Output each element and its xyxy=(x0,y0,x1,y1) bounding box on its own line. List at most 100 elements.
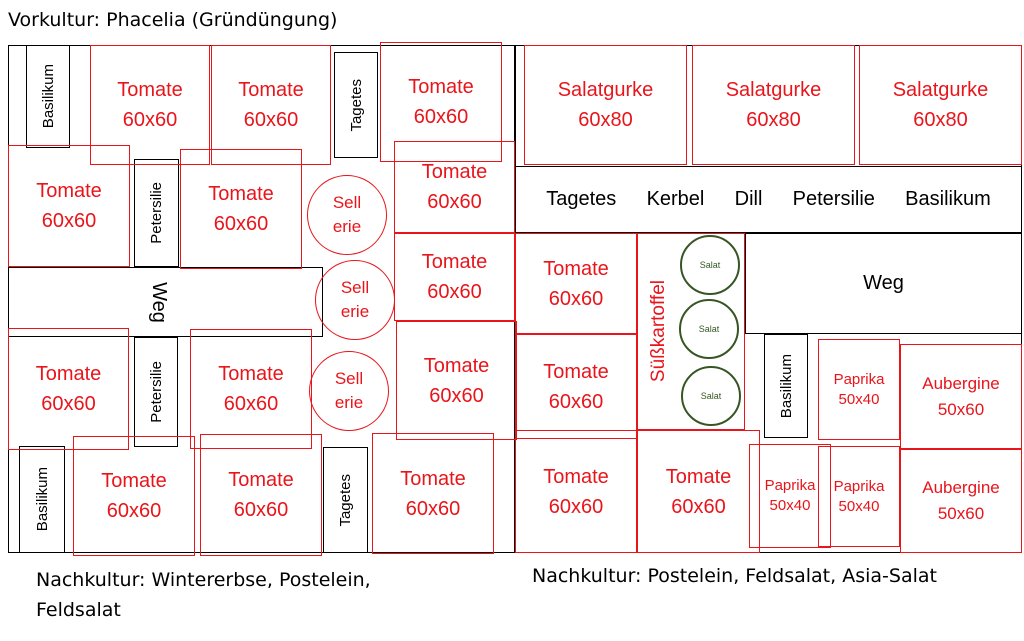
caption-vorkultur: Vorkultur: Phacelia (Gründüngung) xyxy=(8,9,338,31)
salat-label: Salat xyxy=(700,391,722,401)
tomato-plot: Tomate 60x60 xyxy=(637,430,760,553)
tomato-plot: Tomate 60x60 xyxy=(380,42,502,162)
tomato-plot: Tomate 60x60 xyxy=(515,430,637,553)
herb-petersilie-upper: Petersilie xyxy=(134,159,179,267)
plant-size: 50x60 xyxy=(937,504,985,523)
plant-name: Aubergine xyxy=(922,478,1000,497)
plant-size: 60x60 xyxy=(106,500,162,522)
plant-name: Tomate xyxy=(238,79,304,101)
plant-size: 60x60 xyxy=(413,106,469,128)
plant-name: Salatgurke xyxy=(725,79,822,101)
salat-circle: Salat xyxy=(680,235,740,295)
tomato-plot: Tomate 60x60 xyxy=(90,45,210,165)
plant-name-part2: erie xyxy=(334,393,364,412)
plant-size: 60x80 xyxy=(578,109,633,131)
plant-size: 60x80 xyxy=(913,109,968,131)
plant-size: 60x60 xyxy=(427,281,482,303)
plant-name: Tomate xyxy=(543,360,609,383)
sweet-potato-label: Süßkartoffel xyxy=(648,280,669,383)
caption-nachkultur-right: Nachkultur: Postelein, Feldsalat, Asia-S… xyxy=(532,565,937,587)
plant-size: 60x60 xyxy=(41,393,96,415)
path-weg-right: Weg xyxy=(745,233,1022,334)
plant-name: Tomate xyxy=(218,363,284,385)
path-weg-left-label: Weg xyxy=(147,281,170,323)
plant-name: Tomate xyxy=(208,183,274,205)
plant-size: 60x60 xyxy=(671,495,726,518)
herb-petersilie-lower: Petersilie xyxy=(134,337,178,447)
sellerie-circle: Sell erie xyxy=(307,175,387,255)
plant-name: Tomate xyxy=(408,76,474,98)
path-weg-left: Weg xyxy=(8,267,323,337)
plant-size: 60x60 xyxy=(233,499,289,521)
plant-size: 60x60 xyxy=(427,191,482,213)
plant-name: Tomate xyxy=(36,180,102,202)
herb-strip-item: Petersilie xyxy=(792,188,875,210)
herb-label: Basilikum xyxy=(777,353,795,419)
cucumber-plot: Salatgurke 60x80 xyxy=(692,45,855,165)
herb-strip-item: Dill xyxy=(734,188,763,210)
plant-name: Tomate xyxy=(543,465,609,488)
herb-strip-item: Tagetes xyxy=(546,188,617,210)
plant-name: Tomate xyxy=(423,354,490,377)
plant-name: Tomate xyxy=(421,251,488,273)
tomato-plot: Tomate 60x60 xyxy=(394,233,515,321)
eggplant-plot: Aubergine 50x60 xyxy=(900,449,1022,553)
caption-nachkultur-left-line2: Feldsalat xyxy=(36,599,121,621)
plant-name: Tomate xyxy=(543,257,609,280)
plant-size: 60x60 xyxy=(548,287,604,310)
plant-name: Tomate xyxy=(228,469,294,491)
salat-label: Salat xyxy=(698,324,720,334)
salat-circle: Salat xyxy=(681,366,741,426)
herb-strip: Tagetes Kerbel Dill Petersilie Basilikum xyxy=(515,166,1022,233)
tomato-plot: Tomate 60x60 xyxy=(190,329,312,449)
plant-size: 60x60 xyxy=(213,213,269,235)
plant-name-part1: Sell xyxy=(332,193,362,212)
plant-size: 50x60 xyxy=(937,399,985,419)
plant-size: 60x60 xyxy=(223,393,279,415)
caption-nachkultur-left-line1: Nachkultur: Wintererbse, Postelein, xyxy=(36,569,371,591)
plant-name: Tomate xyxy=(35,363,102,385)
herb-basilikum-right: Basilikum xyxy=(764,334,808,438)
plant-name-part1: Sell xyxy=(334,369,364,388)
plant-name: Salatgurke xyxy=(892,79,989,101)
herb-label: Basilikum xyxy=(39,64,57,129)
plant-size: 60x60 xyxy=(122,109,178,131)
plant-name: Aubergine xyxy=(922,373,1000,393)
herb-label: Petersilie xyxy=(148,182,165,244)
tomato-plot: Tomate 60x60 xyxy=(396,321,517,440)
herb-tagetes-bottom: Tagetes xyxy=(323,447,368,553)
salat-label: Salat xyxy=(699,260,721,270)
plant-size: 50x40 xyxy=(769,497,811,514)
plant-size: 60x80 xyxy=(746,109,801,131)
herb-basilikum-top-left: Basilikum xyxy=(26,45,70,148)
herb-strip-item: Kerbel xyxy=(646,188,705,210)
plant-name: Tomate xyxy=(421,161,488,183)
plant-size: 60x60 xyxy=(548,495,604,518)
plant-size: 50x40 xyxy=(838,390,880,408)
cucumber-plot: Salatgurke 60x80 xyxy=(859,45,1022,165)
plant-name: Salatgurke xyxy=(557,79,654,101)
tomato-plot: Tomate 60x60 xyxy=(180,149,302,269)
plant-name: Paprika xyxy=(764,477,816,494)
plant-name-part2: erie xyxy=(340,302,370,321)
plant-name: Paprika xyxy=(833,477,885,495)
tomato-plot: Tomate 60x60 xyxy=(8,328,129,450)
plant-name: Tomate xyxy=(665,465,732,488)
plant-size: 60x60 xyxy=(41,210,97,232)
path-weg-right-label: Weg xyxy=(863,272,904,294)
herb-tagetes-top: Tagetes xyxy=(334,52,378,158)
plant-size: 60x60 xyxy=(429,384,484,407)
salat-circle: Salat xyxy=(679,299,739,359)
eggplant-plot: Aubergine 50x60 xyxy=(900,344,1022,449)
herb-basilikum-bottom-left: Basilikum xyxy=(19,446,65,553)
plant-name-part2: erie xyxy=(332,217,362,236)
plant-name: Tomate xyxy=(117,79,183,101)
sweet-potato-plot: Süßkartoffel xyxy=(637,233,745,430)
